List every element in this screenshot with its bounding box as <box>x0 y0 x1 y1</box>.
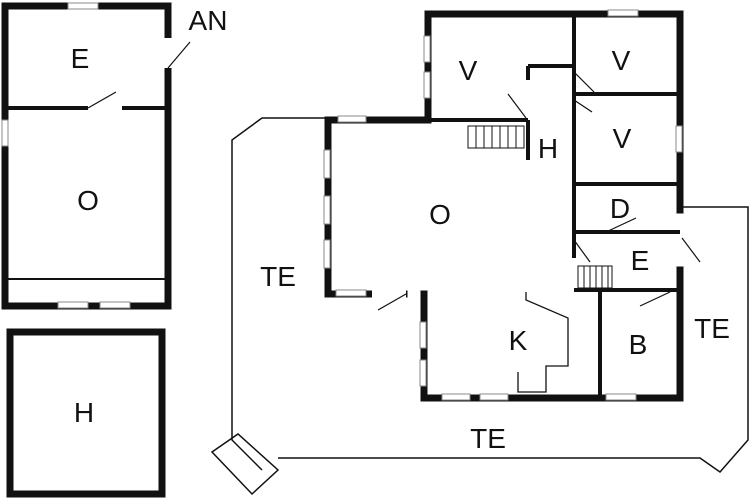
label-annex-entrance: E <box>71 43 90 74</box>
label-shower: D <box>610 193 630 224</box>
shed-building <box>6 328 166 498</box>
annex-building <box>1 2 191 310</box>
label-annex-door: AN <box>189 5 228 36</box>
stair-lower <box>577 265 613 289</box>
label-bedroom-2: V <box>612 45 631 76</box>
label-annex-room: O <box>77 185 99 216</box>
label-entrance: E <box>631 245 650 276</box>
stair-upper <box>467 125 525 149</box>
label-hall: H <box>538 133 558 164</box>
label-bedroom-3: V <box>613 123 632 154</box>
main-house-windows <box>323 9 683 401</box>
label-living-room: O <box>429 199 451 230</box>
label-terrace-west: TE <box>260 261 296 292</box>
terrace-step <box>210 433 280 496</box>
label-terrace-south: TE <box>470 423 506 454</box>
main-house-doors <box>372 71 701 311</box>
label-shed: H <box>74 397 94 428</box>
label-terrace-east: TE <box>694 313 730 344</box>
terrace-outline <box>231 117 749 474</box>
label-bathroom: B <box>629 329 648 360</box>
label-kitchen: K <box>509 325 528 356</box>
label-bedroom-1: V <box>459 55 478 86</box>
